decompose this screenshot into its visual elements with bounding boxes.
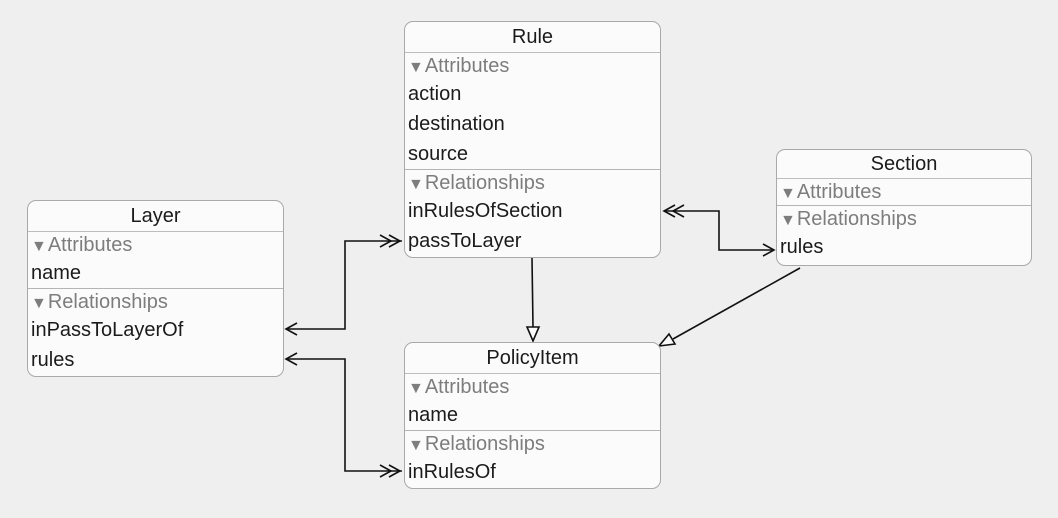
relationship-item[interactable]: inRulesOf — [408, 461, 496, 483]
disclosure-triangle-icon[interactable]: ▼ — [31, 238, 47, 255]
disclosure-triangle-icon[interactable]: ▼ — [31, 295, 47, 312]
relationships-header[interactable]: ▼Relationships — [777, 205, 1031, 232]
arrow-double-rule-end — [662, 204, 685, 218]
attributes-label: Attributes — [424, 376, 510, 398]
connector-layer-policyitem — [286, 358, 402, 472]
entity-policyitem[interactable]: PolicyItem ▼Attributes name ▼Relationshi… — [404, 342, 661, 489]
attributes-label: Attributes — [796, 181, 882, 203]
attributes-header[interactable]: ▼Attributes — [777, 179, 1031, 205]
arrow-single-layer-side — [284, 322, 298, 336]
arrow-single-layer-rules — [284, 352, 298, 366]
entity-section[interactable]: Section ▼Attributes ▼Relationships rules — [776, 149, 1032, 266]
disclosure-triangle-icon[interactable]: ▼ — [408, 437, 424, 454]
attribute-item[interactable]: destination — [408, 113, 505, 135]
relationship-item[interactable]: inPassToLayerOf — [31, 319, 184, 341]
disclosure-triangle-icon[interactable]: ▼ — [408, 59, 424, 76]
disclosure-triangle-icon[interactable]: ▼ — [780, 185, 796, 202]
entity-title: PolicyItem — [405, 343, 660, 374]
relationships-header[interactable]: ▼Relationships — [28, 288, 283, 315]
connector-layer-passtolayer — [286, 240, 402, 330]
attribute-item[interactable]: source — [408, 143, 469, 165]
relationships-label: Relationships — [47, 291, 168, 313]
inheritance-triangle-rule — [525, 326, 541, 344]
attributes-label: Attributes — [47, 234, 133, 256]
attribute-item[interactable]: action — [408, 83, 462, 105]
arrow-single-section-end — [762, 243, 776, 257]
attributes-label: Attributes — [424, 55, 510, 77]
arrow-double-rule-side — [379, 234, 402, 248]
disclosure-triangle-icon[interactable]: ▼ — [780, 212, 796, 229]
inheritance-line-rule — [531, 257, 534, 328]
relationship-item[interactable]: rules — [31, 349, 75, 371]
inheritance-triangle-section — [657, 332, 677, 348]
relationships-label: Relationships — [796, 208, 917, 230]
relationship-item[interactable]: passToLayer — [408, 230, 522, 252]
disclosure-triangle-icon[interactable]: ▼ — [408, 380, 424, 397]
relationship-item[interactable]: inRulesOfSection — [408, 200, 563, 222]
relationships-header[interactable]: ▼Relationships — [405, 169, 660, 196]
attribute-item[interactable]: name — [408, 404, 459, 426]
relationships-label: Relationships — [424, 433, 545, 455]
entity-rule[interactable]: Rule ▼Attributes action destination sour… — [404, 21, 661, 258]
inheritance-line-section — [672, 267, 801, 340]
entity-layer[interactable]: Layer ▼Attributes name ▼Relationships in… — [27, 200, 284, 377]
entity-title: Rule — [405, 22, 660, 53]
relationship-item[interactable]: rules — [780, 236, 824, 258]
attributes-header[interactable]: ▼Attributes — [405, 53, 660, 79]
relationships-header[interactable]: ▼Relationships — [405, 430, 660, 457]
arrow-double-policyitem-end — [379, 464, 402, 478]
relationships-label: Relationships — [424, 172, 545, 194]
attribute-item[interactable]: name — [31, 262, 82, 284]
connector-rule-section — [664, 210, 773, 251]
entity-title: Layer — [28, 201, 283, 232]
attributes-header[interactable]: ▼Attributes — [405, 374, 660, 400]
attributes-header[interactable]: ▼Attributes — [28, 232, 283, 258]
entity-title: Section — [777, 150, 1031, 179]
disclosure-triangle-icon[interactable]: ▼ — [408, 176, 424, 193]
